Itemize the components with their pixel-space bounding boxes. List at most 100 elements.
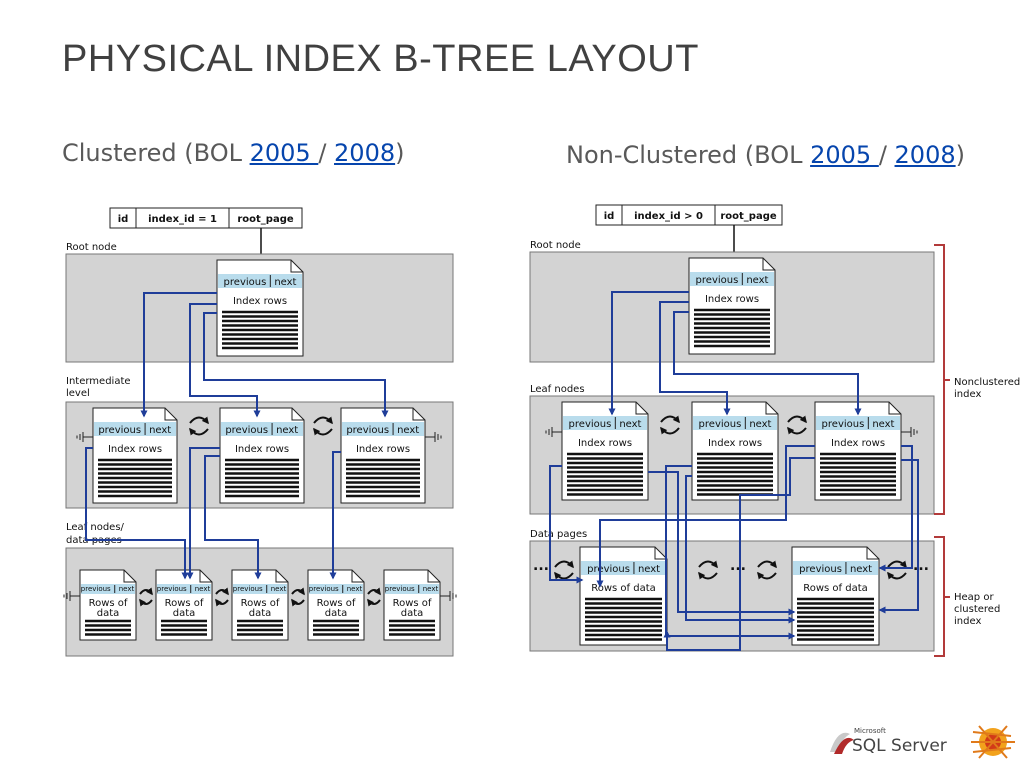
ellipsis-middle: ... <box>730 558 746 574</box>
intermediate-level-label-line1: Intermediate <box>66 376 131 387</box>
sibling-link-arrows-icon <box>291 587 305 607</box>
index-rows-label: Index rows <box>233 296 287 307</box>
sql-server-logo: Microsoft SQL Server <box>826 722 1016 762</box>
ground-symbol-icon <box>440 591 457 601</box>
next-pointer-label: next <box>423 585 439 593</box>
rows-of-data-label: Rows of data <box>591 583 656 594</box>
logo-product-text: SQL Server <box>852 736 947 756</box>
clustered-subheading: Clustered (BOL 2005 / 2008) <box>62 139 404 167</box>
clustered-subheading-prefix: Clustered (BOL <box>62 139 250 167</box>
nonclustered-index-label-line1: Nonclustered <box>954 377 1020 388</box>
ground-symbol-icon <box>901 427 918 437</box>
page-header-bar <box>342 422 424 436</box>
page-header-bar <box>233 584 287 594</box>
page-header-bar <box>793 561 878 575</box>
header-cell-text: index_id > 0 <box>634 211 703 222</box>
sibling-link-arrows-icon <box>139 587 153 607</box>
previous-pointer-label: previous <box>225 425 268 436</box>
nonclustered-root-to-leaf-3 <box>673 311 862 416</box>
leaf-nodes-label: Leaf nodes <box>530 384 585 395</box>
index-rows-label: Index rows <box>356 444 410 455</box>
rows-of-data-label-line2: data <box>173 608 196 619</box>
next-pointer-label: next <box>119 585 135 593</box>
nonclustered-subheading: Non-Clustered (BOL 2005 / 2008) <box>566 141 965 169</box>
nonclustered-leaf-to-data-5 <box>596 445 815 588</box>
page-header-bar <box>218 274 302 288</box>
index-rows-label: Index rows <box>705 294 759 305</box>
nonclustered-root-to-leaf-2 <box>659 301 731 416</box>
rows-of-data-label-line2: data <box>97 608 120 619</box>
rows-of-data-label-line1: Rows of <box>165 598 204 609</box>
page-header-bar <box>94 422 176 436</box>
page-corner-fold <box>199 570 212 583</box>
next-pointer-label: next <box>872 419 894 430</box>
next-pointer-label: next <box>274 277 296 288</box>
next-pointer-label: next <box>749 419 771 430</box>
previous-pointer-label: previous <box>799 564 842 575</box>
page-header-bar <box>309 584 363 594</box>
previous-pointer-label: previous <box>699 419 742 430</box>
next-pointer-label: next <box>276 425 298 436</box>
previous-pointer-label: previous <box>587 564 630 575</box>
rows-of-data-label-line1: Rows of <box>393 598 432 609</box>
header-cell <box>228 207 303 229</box>
previous-pointer-label: previous <box>309 585 339 593</box>
page-corner-fold <box>275 570 288 583</box>
nonclustered-bol-2008-link[interactable]: 2008 <box>894 141 956 169</box>
clustered-bol-2008-link[interactable]: 2008 <box>334 139 396 167</box>
clustered-subheading-suffix: ) <box>395 139 405 167</box>
next-pointer-label: next <box>619 419 641 430</box>
index-rows-label: Index rows <box>708 438 762 449</box>
header-cell-text: index_id = 1 <box>148 214 217 225</box>
clustered-bol-2005-link[interactable]: 2005 <box>249 139 319 167</box>
sibling-link-arrows-icon <box>554 560 574 580</box>
header-cell-text: id <box>604 211 615 222</box>
page-header-bar <box>563 416 647 430</box>
clustered-subheading-separator: / <box>318 139 335 167</box>
next-pointer-label: next <box>195 585 211 593</box>
next-pointer-label: next <box>397 425 419 436</box>
page-corner-fold <box>654 547 667 560</box>
nonclustered-leaf-to-data-8 <box>878 459 919 614</box>
next-pointer-label: next <box>149 425 171 436</box>
sibling-link-arrows-icon <box>189 416 209 436</box>
sibling-link-arrows-icon <box>787 415 807 435</box>
sql-server-swoosh-icon <box>830 732 854 754</box>
header-cell-text: root_page <box>720 211 777 222</box>
previous-pointer-label: previous <box>346 425 389 436</box>
page-header-bar <box>690 272 774 286</box>
heap-label-line1: Heap or <box>954 592 994 603</box>
nonclustered-leaf-to-data-3 <box>665 465 796 640</box>
ellipsis-right: ... <box>913 558 929 574</box>
intermediate-level-label-line2: level <box>66 388 90 399</box>
previous-pointer-label: previous <box>696 275 739 286</box>
rows-of-data-label-line1: Rows of <box>241 598 280 609</box>
previous-pointer-label: previous <box>233 585 263 593</box>
index-rows-label: Index rows <box>108 444 162 455</box>
clustered-intermediate-to-leaf-4 <box>329 451 341 580</box>
root-node-label: Root node <box>66 242 117 253</box>
ground-symbol-icon <box>63 591 80 601</box>
previous-pointer-label: previous <box>81 585 111 593</box>
sql-server-logo-graphic: Microsoft SQL Server <box>830 725 1015 759</box>
clustered-intermediate-to-leaf-1 <box>85 447 189 580</box>
index-rows-label: Index rows <box>235 444 289 455</box>
previous-pointer-label: previous <box>385 585 415 593</box>
heap-label-line2: clustered <box>954 604 1000 615</box>
nonclustered-leaf-to-data-7 <box>878 445 913 572</box>
data-pages-label: Data pages <box>530 529 587 540</box>
page-corner-fold <box>351 570 364 583</box>
nonclustered-bol-2005-link[interactable]: 2005 <box>810 141 879 169</box>
page-corner-fold <box>427 570 440 583</box>
